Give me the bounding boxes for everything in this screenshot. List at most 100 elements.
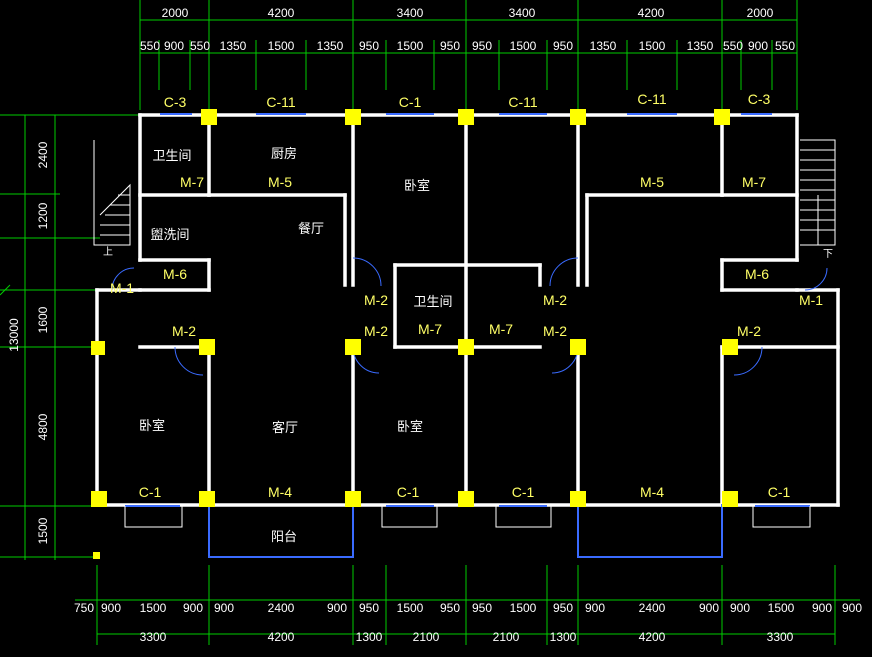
door-label: M-7 <box>489 321 513 337</box>
dim-text: 1500 <box>397 39 424 53</box>
bay-windows <box>124 506 811 528</box>
top-dimension-row-1: 2000 4200 3400 3400 4200 2000 <box>162 6 774 20</box>
dim-text: 1500 <box>639 39 666 53</box>
dim-text: 2400 <box>639 601 666 615</box>
dim-text: 1350 <box>317 39 344 53</box>
dim-text: 900 <box>842 601 862 615</box>
dim-text: 950 <box>359 39 379 53</box>
window-label: C-11 <box>266 94 296 110</box>
door-swings <box>111 257 828 376</box>
stair-right <box>800 139 836 246</box>
dim-text: 900 <box>699 601 719 615</box>
dim-text: 1350 <box>220 39 247 53</box>
door-label: M-2 <box>364 323 388 339</box>
dim-text: 2100 <box>413 630 440 644</box>
room-label: 餐厅 <box>298 221 324 237</box>
door-label: M-4 <box>268 484 292 500</box>
dim-text: 950 <box>359 601 379 615</box>
bottom-dimension-lines <box>75 565 860 645</box>
door-label: M-1 <box>799 292 823 308</box>
bottom-dimension-row-1: 750 900 1500 900 900 2400 900 950 1500 9… <box>74 601 862 615</box>
door-label: M-5 <box>640 174 664 190</box>
dim-text: 1500 <box>510 601 537 615</box>
top-dimension-lines <box>139 0 798 110</box>
window-label: C-1 <box>399 94 422 110</box>
dim-text: 1300 <box>356 630 383 644</box>
dim-text: 4200 <box>639 630 666 644</box>
dim-text: 4200 <box>268 630 295 644</box>
dim-text: 2000 <box>747 6 774 20</box>
door-label: M-2 <box>737 323 761 339</box>
dim-text: 4200 <box>268 6 295 20</box>
dim-text: 2400 <box>36 141 50 168</box>
dim-text: 550 <box>190 39 210 53</box>
door-label: M-4 <box>640 484 664 500</box>
dim-text: 950 <box>472 601 492 615</box>
top-dimension-row-2: 550 900 550 1350 1500 1350 950 1500 950 … <box>140 39 795 53</box>
window-label: C-1 <box>139 484 162 500</box>
room-label: 卫生间 <box>413 295 452 310</box>
dim-text: 1500 <box>397 601 424 615</box>
dim-text: 900 <box>214 601 234 615</box>
dim-text: 2400 <box>268 601 295 615</box>
room-label: 卫生间 <box>152 149 191 164</box>
dim-text: 1600 <box>36 306 50 333</box>
door-label: M-1 <box>110 280 134 296</box>
window-label: C-3 <box>748 91 771 107</box>
window-label: C-11 <box>508 94 538 110</box>
stair-left <box>93 140 131 246</box>
dim-text: 1200 <box>36 202 50 229</box>
room-label: 卧室 <box>404 178 430 194</box>
dim-text: 900 <box>101 601 121 615</box>
door-label: M-2 <box>364 292 388 308</box>
door-label: M-7 <box>418 321 442 337</box>
room-label: 客厅 <box>272 420 298 436</box>
dim-text: 1500 <box>768 601 795 615</box>
dim-text: 3300 <box>767 630 794 644</box>
door-label: M-5 <box>268 174 292 190</box>
dim-text: 1500 <box>510 39 537 53</box>
dim-text: 950 <box>440 601 460 615</box>
dim-text: 2100 <box>493 630 520 644</box>
dim-text: 1300 <box>550 630 577 644</box>
columns <box>91 109 738 559</box>
dim-text: 4200 <box>638 6 665 20</box>
door-label: M-2 <box>543 323 567 339</box>
door-label: M-2 <box>543 292 567 308</box>
windows <box>125 113 810 507</box>
room-label: 卧室 <box>139 418 165 434</box>
dim-text: 950 <box>553 39 573 53</box>
dim-text: 1500 <box>36 517 50 544</box>
dim-text: 950 <box>440 39 460 53</box>
room-label: 盥洗间 <box>150 228 189 243</box>
left-dimension-lines <box>0 114 140 560</box>
window-label: C-11 <box>637 91 667 107</box>
dim-total-text: 13000 <box>7 318 21 352</box>
stair-up-label: 上 <box>103 246 113 258</box>
dim-text: 3400 <box>397 6 424 20</box>
window-label: C-1 <box>768 484 791 500</box>
dim-text: 950 <box>553 601 573 615</box>
dim-text: 900 <box>748 39 768 53</box>
window-label: C-3 <box>164 94 187 110</box>
dim-text: 900 <box>585 601 605 615</box>
room-label: 卧室 <box>397 419 423 435</box>
door-label: M-2 <box>172 323 196 339</box>
dim-text: 1350 <box>687 39 714 53</box>
window-label: C-1 <box>397 484 420 500</box>
room-label: 厨房 <box>271 146 297 162</box>
dim-text: 900 <box>327 601 347 615</box>
dim-text: 1350 <box>590 39 617 53</box>
door-label: M-7 <box>180 174 204 190</box>
dim-text: 3300 <box>140 630 167 644</box>
dim-text: 3400 <box>509 6 536 20</box>
stair-down-label: 下 <box>823 249 833 260</box>
door-label: M-7 <box>742 174 766 190</box>
room-names: 卫生间 厨房 卧室 盥洗间 餐厅 卫生间 卧室 客厅 卧室 阳台 <box>139 146 453 545</box>
window-label: C-1 <box>512 484 535 500</box>
dim-text: 550 <box>140 39 160 53</box>
room-label: 阳台 <box>271 530 297 545</box>
dim-text: 550 <box>775 39 795 53</box>
dim-text: 2000 <box>162 6 189 20</box>
